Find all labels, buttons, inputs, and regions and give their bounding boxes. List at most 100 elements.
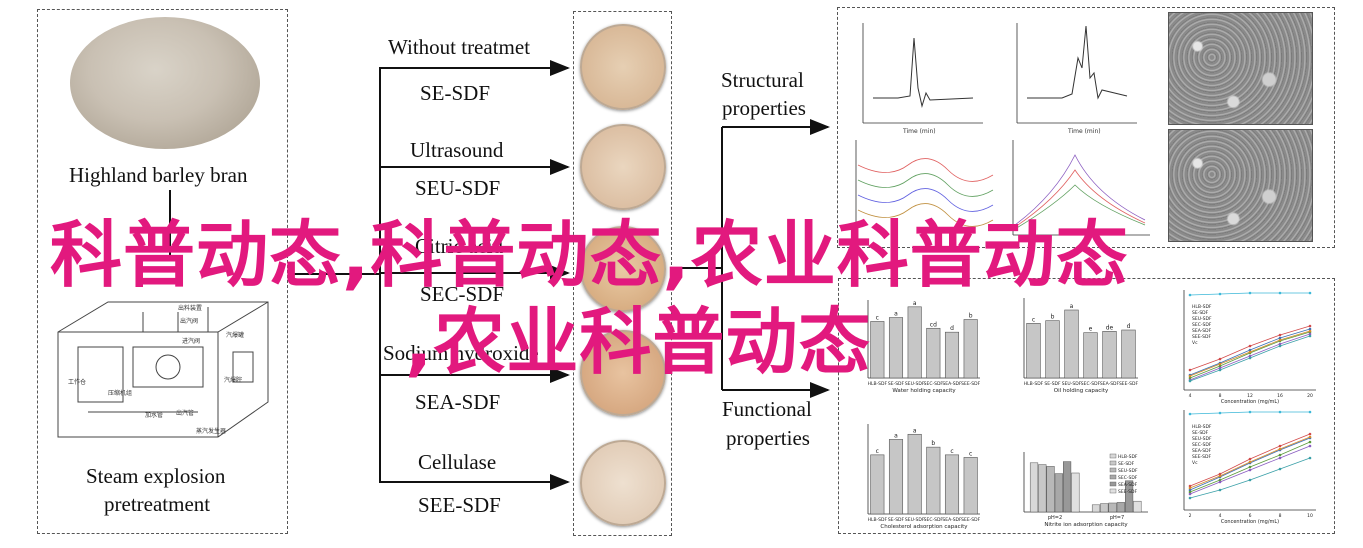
dish-sea [580, 330, 666, 416]
machine-label-8: 加水管 [145, 412, 164, 419]
point-5-0-0 [1188, 488, 1192, 492]
watermark-line1: 科普动态,科普动态,农业科普动态 [50, 213, 1129, 297]
bar-1-3 [1083, 332, 1098, 379]
functional-box [838, 278, 1335, 534]
gbar-0-1 [1091, 504, 1101, 513]
point-5-2-0 [1188, 490, 1192, 494]
sample-se: SE-SDF [420, 81, 491, 105]
point-4-3-2 [1248, 354, 1252, 358]
watermark-line2: ,农业科普动态 [405, 300, 872, 384]
bar-letter-2-0: c [876, 448, 879, 455]
point-4-6-1 [1218, 292, 1222, 296]
gbar-legend-swatch-4 [1109, 481, 1117, 487]
bar-tick-2-2: SEU-SDF [905, 517, 925, 523]
point-5-6-0 [1188, 412, 1192, 416]
gbar-legend-3: SEC-SDF [1118, 475, 1138, 481]
machine-label-5: 工作仓 [68, 379, 87, 386]
line-legend-5-5: SEE-SDF [1192, 454, 1211, 460]
point-4-4-2 [1248, 350, 1252, 354]
machine-label-9: 出汽管 [176, 410, 195, 417]
point-4-3-1 [1218, 366, 1222, 370]
arrow-down-1 [169, 190, 171, 260]
line-tick-5-3: 8 [1279, 513, 1282, 519]
point-4-6-2 [1248, 291, 1252, 295]
point-5-3-3 [1278, 456, 1282, 460]
line-tick-5-0: 2 [1189, 513, 1192, 519]
dish-se [580, 24, 666, 110]
point-5-5-0 [1188, 496, 1192, 500]
point-4-4-0 [1188, 374, 1192, 378]
point-4-3-3 [1278, 342, 1282, 346]
point-4-5-4 [1308, 334, 1312, 338]
sample-see: SEE-SDF [418, 493, 501, 517]
point-5-6-2 [1248, 410, 1252, 414]
bar-letter-1-5: d [1127, 323, 1131, 330]
bar-1-0 [1026, 323, 1041, 379]
point-4-2-0 [1188, 376, 1192, 380]
bar-0-5 [963, 319, 978, 379]
bar-letter-0-2: a [913, 300, 917, 307]
bar-letter-2-1: a [894, 432, 898, 439]
gbar-legend-2: SEU-SDF [1118, 468, 1138, 474]
point-5-4-2 [1248, 460, 1252, 464]
line-legend-5-0: HLB-SDF [1192, 424, 1212, 430]
pretreatment-label-line2: pretreatment [104, 492, 211, 516]
bar-2-1 [888, 439, 904, 515]
bar-1-5 [1121, 329, 1136, 379]
sample-sec: SEC-SDF [420, 282, 505, 306]
point-5-1-1 [1218, 472, 1222, 476]
method-ultrasound: Ultrasound [410, 138, 504, 162]
gbar-5-0 [1071, 472, 1080, 513]
bar-xlabel-0: Water holding capacity [892, 388, 956, 394]
bar-0-2 [907, 306, 922, 379]
method-citric: Citric acid [415, 234, 504, 258]
sem-image-2 [1168, 129, 1313, 242]
point-4-4-3 [1278, 338, 1282, 342]
bar-tick-2-4: SEA-SDF [942, 517, 962, 523]
line-tick-5-4: 10 [1307, 513, 1313, 519]
gpc-chart-2 [1016, 23, 1137, 124]
line-legend-5-3: SEC-SDF [1192, 442, 1212, 448]
bar-xlabel-1: Oil holding capacity [1054, 388, 1109, 394]
bar-tick-0-1: SE-SDF [888, 381, 905, 387]
gbar-3-0 [1054, 473, 1063, 513]
line-tick-4-2: 12 [1247, 393, 1253, 399]
bar-tick-1-5: SEE-SDF [1119, 381, 1138, 387]
gbar-3-1 [1116, 502, 1125, 513]
dish-seu [580, 124, 666, 210]
point-5-2-1 [1218, 478, 1222, 482]
point-4-4-4 [1308, 329, 1312, 333]
bar-letter-0-3: cd [930, 321, 937, 328]
line-xlabel-4: Concentration (mg/mL) [1221, 399, 1279, 405]
bar-tick-2-3: SEC-SDF [924, 517, 944, 523]
line-legend-4-5: SEE-SDF [1192, 334, 1211, 340]
machine-label-2: 出汽阀 [180, 318, 199, 325]
gbar-legend-1: SE-SDF [1118, 461, 1135, 467]
point-5-1-2 [1248, 457, 1252, 461]
steam-explosion-machine [48, 292, 278, 450]
bar-tick-1-4: SEA-SDF [1100, 381, 1120, 387]
point-4-1-4 [1308, 324, 1312, 328]
sem-image-1 [1168, 12, 1313, 125]
bar-tick-1-3: SEC-SDF [1081, 381, 1101, 387]
bar-xlabel-2: Cholesterol adsorption capacity [880, 524, 968, 530]
line-legend-4-1: SE-SDF [1192, 310, 1209, 316]
point-5-2-4 [1308, 440, 1312, 444]
tree-trunk [379, 67, 381, 483]
point-4-2-1 [1218, 364, 1222, 368]
dish-sec [580, 226, 666, 312]
line-legend-4-4: SEA-SDF [1192, 328, 1212, 334]
bar-letter-2-3: b [931, 440, 935, 447]
point-5-5-1 [1218, 488, 1222, 492]
point-4-0-4 [1308, 327, 1312, 331]
bar-tick-0-5: SEE-SDF [961, 381, 980, 387]
functional-label-1: Functional [722, 397, 812, 421]
functional-charts: cHLB-SDFaSE-SDFaSEU-SDFcdSEC-SDFdSEA-SDF… [868, 290, 1316, 530]
raw-material-box [37, 9, 288, 534]
gbar-2-0 [1046, 466, 1055, 513]
gpc-chart-1 [862, 23, 983, 124]
bar-2-4 [944, 454, 960, 515]
structural-label-2: properties [722, 96, 806, 120]
point-5-4-0 [1188, 486, 1192, 490]
point-5-5-4 [1308, 456, 1312, 460]
